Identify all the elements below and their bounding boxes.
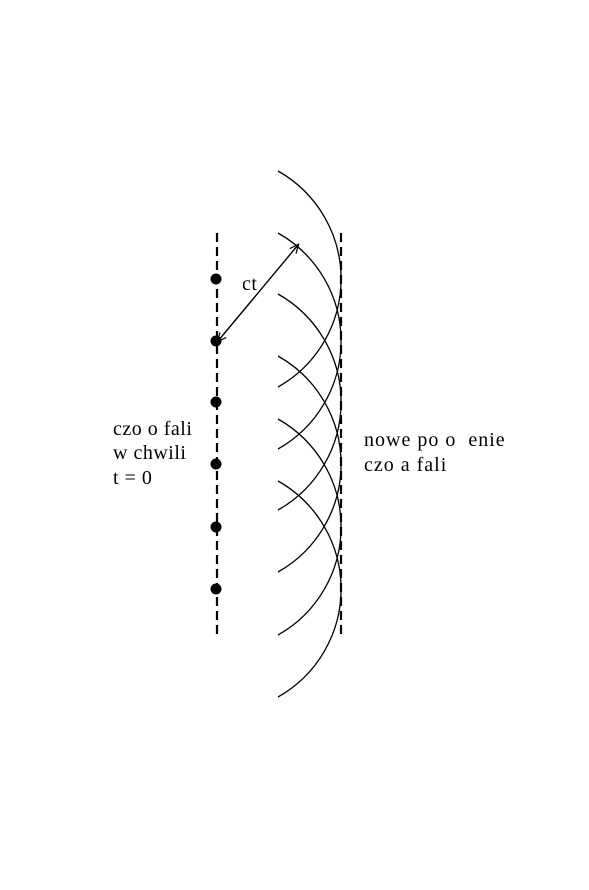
initial-wavefront-label-line-2: w chwili (113, 442, 187, 464)
wave-source-dot (210, 458, 222, 470)
wave-source-dot (210, 273, 222, 285)
radius-label: ct (242, 273, 258, 295)
new-wavefront-label-line-1: nowe po o enie (364, 429, 506, 451)
new-wavefront-label-line-2: czo a fali (364, 454, 448, 476)
radius-arrow (218, 245, 298, 341)
initial-wavefront-label-line-1: czo o fali (113, 418, 193, 440)
wavelet-arc (277, 293, 342, 511)
initial-wavefront-label-line-3: t = 0 (113, 467, 153, 489)
secondary-wavelets (277, 170, 342, 698)
wave-sources (210, 273, 222, 595)
wavelet-arc (277, 480, 342, 698)
wave-source-dot (210, 396, 222, 408)
wavelet-arc (277, 418, 342, 636)
wavelet-arc (277, 355, 342, 573)
wave-source-dot (210, 583, 222, 595)
wave-source-dot (210, 521, 222, 533)
wave-source-dot (210, 335, 222, 347)
wavelet-arc (277, 232, 342, 450)
wavelet-arc (277, 170, 342, 388)
